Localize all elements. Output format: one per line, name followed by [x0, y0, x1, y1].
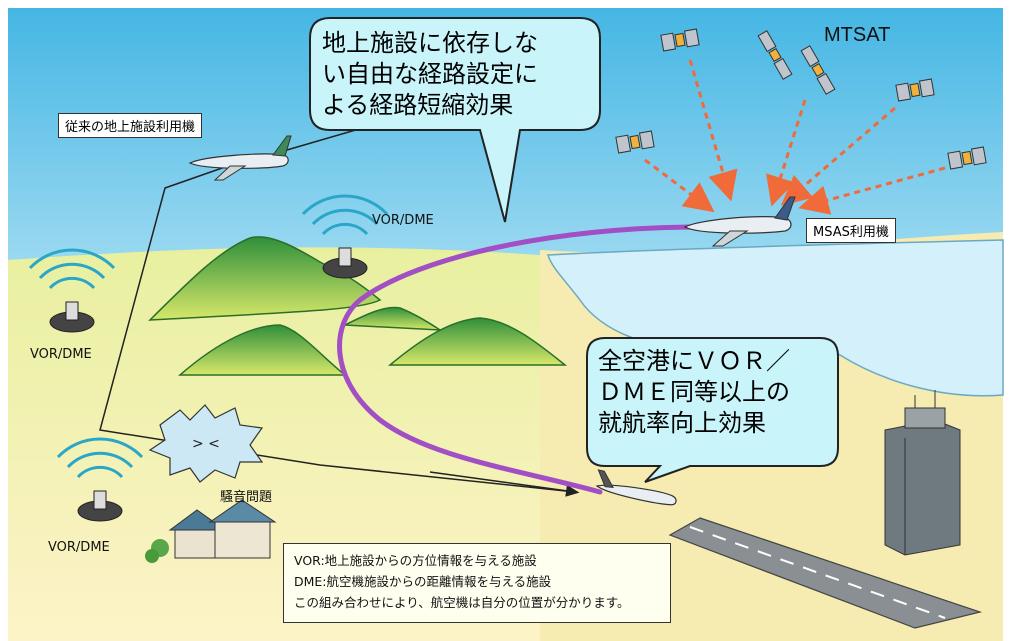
callout-top-line-3: よる経路短縮効果: [322, 91, 514, 119]
callout-top-text: 地上施設に依存しな い自由な経路設定に よる経路短縮効果: [322, 28, 538, 121]
conventional-aircraft-icon: [188, 135, 292, 181]
mountain-3: [342, 306, 443, 331]
legend-line-vor: VOR:地上施設からの方位情報を与える施設: [294, 553, 537, 568]
callout-top-line-2: い自由な経路設定に: [322, 60, 538, 88]
callout-bottom-bubble: [586, 337, 839, 483]
msas-aircraft-label: MSAS利用機: [806, 218, 896, 243]
callout-bottom-text: 全空港にＶＯＲ／ ＤＭＥ同等以上の 就航率向上効果: [598, 346, 790, 439]
landing-aircraft-icon: [595, 469, 677, 506]
satellite-icon: [615, 28, 987, 170]
noise-burst-icon: [148, 404, 264, 483]
callout-bottom-line-2: ＤＭＥ同等以上の: [598, 378, 790, 406]
msas-aircraft-icon: [683, 196, 796, 247]
legend-line-dme: DME:航空機施設からの距離情報を与える施設: [294, 574, 552, 589]
legend-box: VOR:地上施設からの方位情報を与える施設 DME:航空機施設からの距離情報を与…: [283, 543, 671, 623]
ground-left: [8, 247, 540, 641]
conventional-route: [99, 159, 576, 493]
houses-icon: [145, 499, 277, 563]
noise-problem-label: 騒音問題: [220, 490, 273, 505]
vor-dme-left-label: VOR/DME: [30, 347, 92, 362]
bay: [547, 239, 1004, 397]
mountain-2: [178, 324, 348, 376]
vor-dme-bottom-left-label: VOR/DME: [48, 540, 110, 555]
callout-bottom-line-1: 全空港にＶＯＲ／: [598, 347, 790, 375]
signal-arrows: [644, 59, 946, 215]
vor-dme-station-icon: [28, 194, 389, 522]
legend-line-combination: この組み合わせにより、航空機は自分の位置が分かります。: [294, 595, 630, 610]
mtsat-label: MTSAT: [824, 24, 891, 46]
noise-face: > <: [192, 436, 220, 452]
vor-dme-center-label: VOR/DME: [372, 213, 434, 228]
runway: [668, 517, 983, 629]
mountain-4: [387, 317, 568, 366]
conventional-arrow: [429, 471, 580, 497]
callout-top-line-1: 地上施設に依存しな: [322, 29, 538, 57]
airport-tower-icon: [884, 390, 961, 556]
conventional-aircraft-label: 従来の地上施設利用機: [58, 113, 203, 138]
callout-bottom-line-3: 就航率向上効果: [598, 409, 766, 437]
callout-top-bubble: [309, 17, 601, 223]
msas-route: [337, 224, 693, 495]
